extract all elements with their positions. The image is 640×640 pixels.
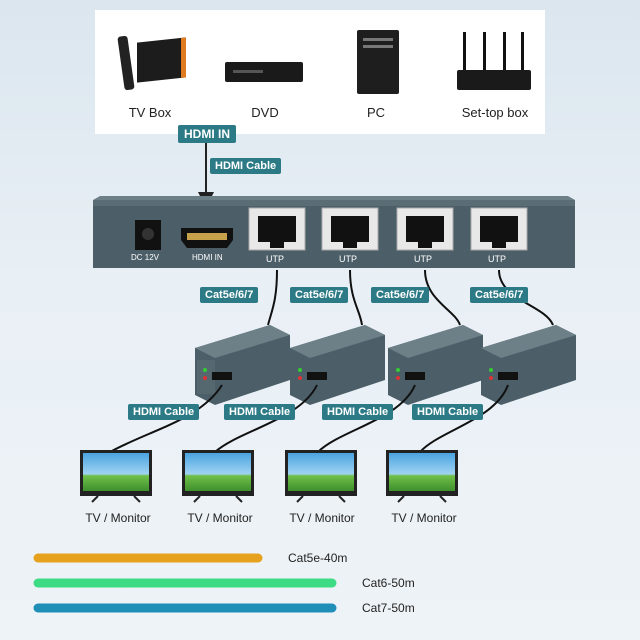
hdmi-in-port-label: HDMI IN (192, 253, 223, 262)
transmitter-splitter (93, 196, 575, 268)
tv-monitor-icon (80, 450, 152, 503)
set-top-box-icon (453, 32, 533, 94)
legend-label-cat5e: Cat5e-40m (288, 551, 348, 565)
legend-label-cat7: Cat7-50m (362, 601, 415, 615)
tv-box-icon (115, 32, 186, 92)
monitor-label: TV / Monitor (289, 511, 355, 525)
tv-monitor-icon (386, 450, 458, 503)
hdmi-cable-tag: HDMI Cable (322, 404, 394, 420)
hdmi-cable-tag: HDMI Cable (210, 158, 282, 174)
cat-cable-tag: Cat5e/6/7 (290, 287, 349, 303)
utp-port-label: UTP (266, 254, 284, 264)
receiver-unit (290, 325, 385, 405)
source-label-pc: PC (366, 105, 386, 120)
hdmi-port-icon (181, 228, 233, 248)
receiver-unit (195, 325, 290, 405)
utp-port-label: UTP (339, 254, 357, 264)
dc-12v-label: DC 12V (131, 253, 160, 262)
tv-monitor-icon (285, 450, 357, 503)
source-devices-panel: TV Box DVD PC Set-top box (95, 10, 545, 134)
monitor-label: TV / Monitor (391, 511, 457, 525)
hdmi-output-cables (109, 384, 509, 453)
receiver-unit (481, 325, 576, 405)
pc-tower-icon (357, 30, 399, 94)
source-label-dvd: DVD (251, 105, 279, 120)
dvd-player-icon (225, 62, 303, 82)
receiver-unit (388, 325, 483, 405)
cat-cable-tag: Cat5e/6/7 (371, 287, 430, 303)
rj45-port-icon (396, 207, 454, 251)
hdmi-cable-tag: HDMI Cable (128, 404, 200, 420)
monitor-label: TV / Monitor (85, 511, 151, 525)
legend-label-cat6: Cat6-50m (362, 576, 415, 590)
cat-cable-tag: Cat5e/6/7 (200, 287, 259, 303)
utp-port-label: UTP (488, 254, 506, 264)
source-label-set-top-box: Set-top box (461, 105, 529, 120)
utp-port-label: UTP (414, 254, 432, 264)
source-label-tv-box: TV Box (128, 105, 172, 120)
rj45-port-icon (248, 207, 306, 251)
hdmi-cable-tag: HDMI Cable (224, 404, 296, 420)
hdmi-in-tag: HDMI IN (178, 125, 236, 143)
rj45-port-icon (321, 207, 379, 251)
hdmi-cable-tag: HDMI Cable (412, 404, 484, 420)
cat-cable-tag: Cat5e/6/7 (470, 287, 529, 303)
rj45-port-icon (470, 207, 528, 251)
monitor-label: TV / Monitor (187, 511, 253, 525)
tv-monitor-icon (182, 450, 254, 503)
